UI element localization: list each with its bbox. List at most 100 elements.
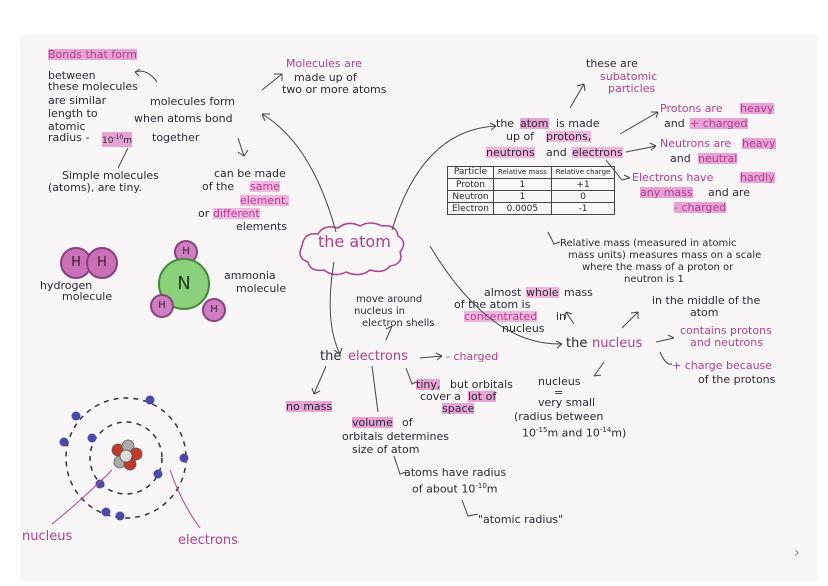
nucleus-small-1: nucleus — [538, 375, 581, 388]
the-electrons-the: the — [320, 349, 342, 364]
atom-made-and: and — [546, 146, 567, 159]
bonds-line-6: atomic — [48, 120, 86, 133]
electrons-and-are: and are — [708, 186, 750, 199]
table-cell: Electron — [447, 202, 494, 215]
can-be-made-line-2: of the — [202, 180, 235, 193]
arrow-icon — [237, 137, 249, 158]
these-are-line-2: subatomic — [600, 70, 658, 83]
arrow-icon — [429, 245, 563, 349]
table-cell: 0.0005 — [492, 202, 552, 215]
volume-word: volume — [352, 416, 393, 429]
relative-mass-line-2: mass units) measures mass on a scale — [568, 250, 762, 261]
table-cell: -1 — [550, 202, 616, 215]
atoms-radius-line-1: atoms have radius — [404, 466, 507, 479]
electrons-any-mass: any mass — [640, 186, 693, 199]
the-nucleus-the: the — [566, 336, 588, 351]
bonds-line-2: between — [48, 69, 96, 82]
neutrons-neutral: neutral — [698, 152, 738, 165]
contains-line-1: contains protons — [680, 324, 772, 337]
bonds-line-7: radius - — [48, 131, 90, 144]
nucleus-small-5: 10-15m and 10-14m) — [522, 426, 627, 440]
electrons-charged-label: - charged — [446, 350, 499, 363]
can-be-made-same: same — [250, 180, 280, 193]
no-mass-label: no mass — [286, 400, 333, 413]
bonds-line-3: these molecules — [48, 80, 138, 93]
electrons-note-line-1: Electrons have — [632, 171, 714, 184]
arrow-icon — [311, 365, 327, 395]
atom-diagram-icon — [59, 395, 189, 521]
arrow-icon — [329, 261, 343, 355]
move-around-line-1: move around — [356, 294, 423, 305]
cloud-bubble-icon — [299, 222, 405, 276]
arrow-icon — [385, 325, 393, 341]
almost-line: almost — [484, 286, 522, 299]
arrow-icon — [605, 159, 631, 181]
protons-charged: + charged — [690, 117, 748, 130]
relative-mass-line-4: neutron is 1 — [624, 274, 684, 285]
arrow-icon — [625, 142, 657, 153]
arrow-icon — [619, 111, 659, 135]
simple-line-1: Simple molecules — [62, 169, 159, 182]
ammonia-h-left: H — [150, 294, 174, 318]
made-up-line-3: two or more atoms — [282, 83, 387, 96]
arrow-icon — [261, 73, 283, 91]
made-up-line-2: made up of — [294, 71, 357, 84]
plus-charge-line-2: of the protons — [698, 373, 776, 386]
protons-and: and — [664, 117, 685, 130]
neutrons-line-1: Neutrons are — [660, 137, 732, 150]
move-around-line-2: nucleus in — [354, 306, 405, 317]
can-be-made-element: element, — [240, 194, 289, 207]
almost-nucleus: nucleus — [502, 322, 545, 335]
bonds-line-5: length to — [48, 107, 98, 120]
nucleus-label: nucleus — [22, 529, 73, 544]
middle-line-2: atom — [690, 306, 719, 319]
arrow-icon — [593, 361, 605, 377]
almost-mass: mass — [564, 286, 593, 299]
almost-of-atom: of the atom is — [454, 298, 531, 311]
atoms-radius-line-2: of about 10-10m — [412, 482, 498, 496]
ammonia-h-right: H — [202, 298, 226, 322]
arrow-icon — [134, 70, 158, 83]
arrow-icon — [117, 147, 129, 169]
tiny-but: but orbitals — [450, 378, 513, 391]
arrow-icon — [261, 113, 337, 233]
almost-in: in — [556, 310, 567, 323]
can-be-made-line-1: can be made — [214, 167, 286, 180]
arrow-icon — [461, 499, 479, 517]
relative-mass-line-1: Relative mass (measured in atomic — [560, 238, 737, 249]
hydrogen-atom-2: H — [86, 247, 118, 279]
these-are-line-3: particles — [608, 82, 656, 95]
can-be-made-different: different — [213, 207, 260, 220]
the-electrons-word: electrons — [348, 349, 408, 364]
atom-made-up-of: up of — [506, 130, 535, 143]
molecules-form-line-2: when atoms bond — [134, 112, 233, 125]
tiny-space: space — [442, 402, 475, 415]
arrow-icon — [659, 351, 673, 365]
ammonia-label-1: ammonia — [224, 269, 276, 282]
table-row: Neutron 1 0 — [447, 190, 616, 203]
almost-concentrated: concentrated — [464, 310, 538, 323]
chevron-right-icon[interactable]: › — [794, 545, 800, 561]
bonds-line-1: Bonds that form — [48, 48, 137, 61]
electrons-charged: - charged — [674, 201, 727, 214]
protons-line-1: Protons are — [660, 102, 723, 115]
arrow-icon — [564, 311, 575, 325]
arrow-icon — [569, 83, 586, 109]
molecules-form-line-3: together — [152, 131, 200, 144]
contains-line-2: and neutrons — [690, 336, 763, 349]
tiny-word: tiny, — [416, 378, 441, 391]
table-header-particle: Particle — [447, 166, 494, 179]
bonds-line-4: are similar — [48, 94, 107, 107]
these-are-line-1: these are — [586, 57, 638, 70]
simple-line-2: (atoms), are tiny. — [48, 181, 142, 194]
atom-made-atom: atom — [520, 117, 549, 130]
center-title: the atom — [318, 232, 391, 251]
atom-made-electrons: electrons — [572, 146, 623, 159]
middle-line-1: in the middle of the — [652, 294, 761, 307]
tiny-lot-of: lot of — [468, 390, 497, 403]
arrow-icon — [547, 231, 561, 245]
arrow-icon — [621, 311, 639, 329]
atomic-radius-label: "atomic radius" — [478, 513, 564, 526]
volume-of: of — [402, 416, 413, 429]
